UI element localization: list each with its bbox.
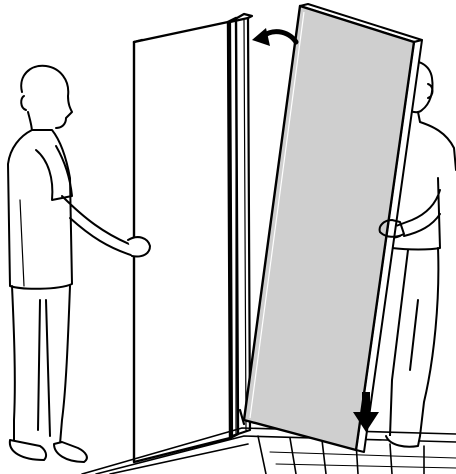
tilted-panel	[244, 4, 422, 452]
left-person	[8, 66, 150, 462]
corner-post	[230, 14, 252, 436]
fixed-side-panel	[134, 18, 238, 462]
base-floor-frame	[82, 428, 456, 474]
curved-arrow-icon	[252, 28, 296, 46]
